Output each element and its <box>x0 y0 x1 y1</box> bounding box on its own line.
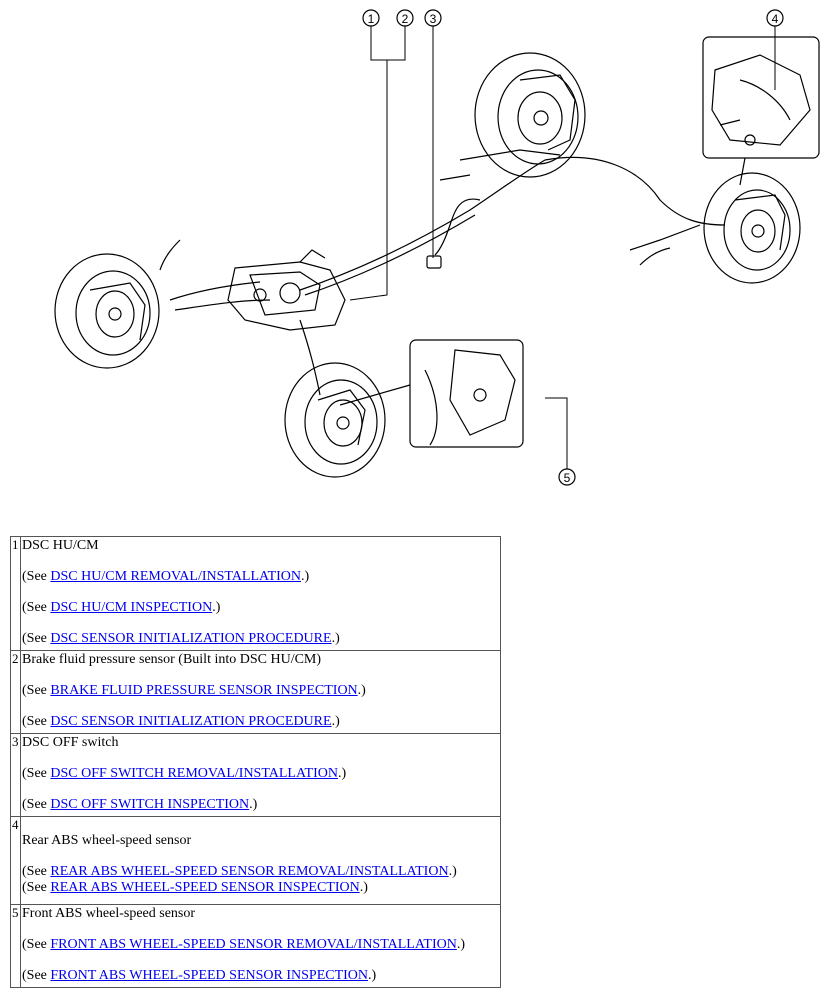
reference-link[interactable]: DSC OFF SWITCH REMOVAL/INSTALLATION <box>50 766 338 781</box>
front-left-wheel <box>54 253 160 369</box>
reference-link[interactable]: DSC HU/CM INSPECTION <box>50 600 213 615</box>
row-content: DSC OFF switch (See DSC OFF SWITCH REMOV… <box>20 733 501 817</box>
row-content: Rear ABS wheel-speed sensor (See REAR AB… <box>20 816 501 905</box>
dsc-off-switch <box>426 255 442 269</box>
rear-left-wheel <box>703 172 801 284</box>
dsc-hu-cm-unit <box>227 249 346 331</box>
table-row: 3 DSC OFF switch (See DSC OFF SWITCH REM… <box>10 733 501 817</box>
reference-link[interactable]: DSC HU/CM REMOVAL/INSTALLATION <box>50 569 302 584</box>
brake-system-diagram: 1 2 3 4 5 <box>54 9 820 486</box>
reference-link[interactable]: DSC SENSOR INITIALIZATION PROCEDURE <box>50 631 332 646</box>
row-number: 5 <box>10 904 21 988</box>
callout-1: 1 <box>362 9 380 27</box>
reference-line: (See DSC SENSOR INITIALIZATION PROCEDURE… <box>22 714 340 729</box>
reference-line: (See FRONT ABS WHEEL-SPEED SENSOR REMOVA… <box>22 937 466 952</box>
reference-line: (See DSC HU/CM REMOVAL/INSTALLATION.) <box>22 569 310 584</box>
reference-link[interactable]: FRONT ABS WHEEL-SPEED SENSOR INSPECTION <box>50 968 369 983</box>
row-title: DSC OFF switch <box>22 735 119 750</box>
reference-line: (See FRONT ABS WHEEL-SPEED SENSOR INSPEC… <box>22 968 377 983</box>
table-row: 4 Rear ABS wheel-speed sensor (See REAR … <box>10 816 501 905</box>
row-content: Brake fluid pressure sensor (Built into … <box>20 650 501 734</box>
front-right-wheel <box>284 362 386 478</box>
row-content: DSC HU/CM (See DSC HU/CM REMOVAL/INSTALL… <box>20 536 501 651</box>
reference-link[interactable]: BRAKE FLUID PRESSURE SENSOR INSPECTION <box>50 683 358 698</box>
rear-right-wheel <box>474 52 586 178</box>
row-title: Brake fluid pressure sensor (Built into … <box>22 652 322 667</box>
brake-lines <box>159 149 726 396</box>
reference-line: (See DSC OFF SWITCH INSPECTION.) <box>22 797 258 812</box>
reference-link[interactable]: REAR ABS WHEEL-SPEED SENSOR INSPECTION <box>50 880 360 895</box>
table-row: 1 DSC HU/CM (See DSC HU/CM REMOVAL/INSTA… <box>10 536 501 651</box>
callout-5-label: 5 <box>564 471 571 485</box>
row-content: Front ABS wheel-speed sensor (See FRONT … <box>20 904 501 988</box>
row-number: 4 <box>10 816 21 905</box>
front-sensor-inset <box>339 339 524 448</box>
rear-sensor-inset <box>702 36 820 186</box>
reference-link[interactable]: DSC SENSOR INITIALIZATION PROCEDURE <box>50 714 332 729</box>
reference-line: (See REAR ABS WHEEL-SPEED SENSOR REMOVAL… <box>22 864 457 879</box>
callout-4: 4 <box>766 9 784 27</box>
row-title: Rear ABS wheel-speed sensor <box>22 833 192 848</box>
reference-line: (See DSC HU/CM INSPECTION.) <box>22 600 221 615</box>
reference-link[interactable]: FRONT ABS WHEEL-SPEED SENSOR REMOVAL/INS… <box>50 937 457 952</box>
callout-3: 3 <box>424 9 442 27</box>
callout-4-label: 4 <box>772 12 779 26</box>
callout-3-label: 3 <box>430 12 437 26</box>
parts-table: 1 DSC HU/CM (See DSC HU/CM REMOVAL/INSTA… <box>10 536 501 988</box>
row-number: 3 <box>10 733 21 817</box>
reference-line: (See BRAKE FLUID PRESSURE SENSOR INSPECT… <box>22 683 366 698</box>
reference-line: (See REAR ABS WHEEL-SPEED SENSOR INSPECT… <box>22 880 368 895</box>
row-number: 2 <box>10 650 21 734</box>
callout-2-label: 2 <box>402 12 409 26</box>
callout-5: 5 <box>558 468 576 486</box>
callout-2: 2 <box>396 9 414 27</box>
callout-1-label: 1 <box>368 12 375 26</box>
callout-leaders <box>349 26 776 469</box>
table-row: 5 Front ABS wheel-speed sensor (See FRON… <box>10 904 501 988</box>
reference-line: (See DSC OFF SWITCH REMOVAL/INSTALLATION… <box>22 766 347 781</box>
table-row: 2 Brake fluid pressure sensor (Built int… <box>10 650 501 734</box>
reference-line: (See DSC SENSOR INITIALIZATION PROCEDURE… <box>22 631 340 646</box>
reference-link[interactable]: REAR ABS WHEEL-SPEED SENSOR REMOVAL/INST… <box>50 864 449 879</box>
row-title: Front ABS wheel-speed sensor <box>22 906 196 921</box>
reference-link[interactable]: DSC OFF SWITCH INSPECTION <box>50 797 250 812</box>
row-number: 1 <box>10 536 21 651</box>
row-title: DSC HU/CM <box>22 538 99 553</box>
